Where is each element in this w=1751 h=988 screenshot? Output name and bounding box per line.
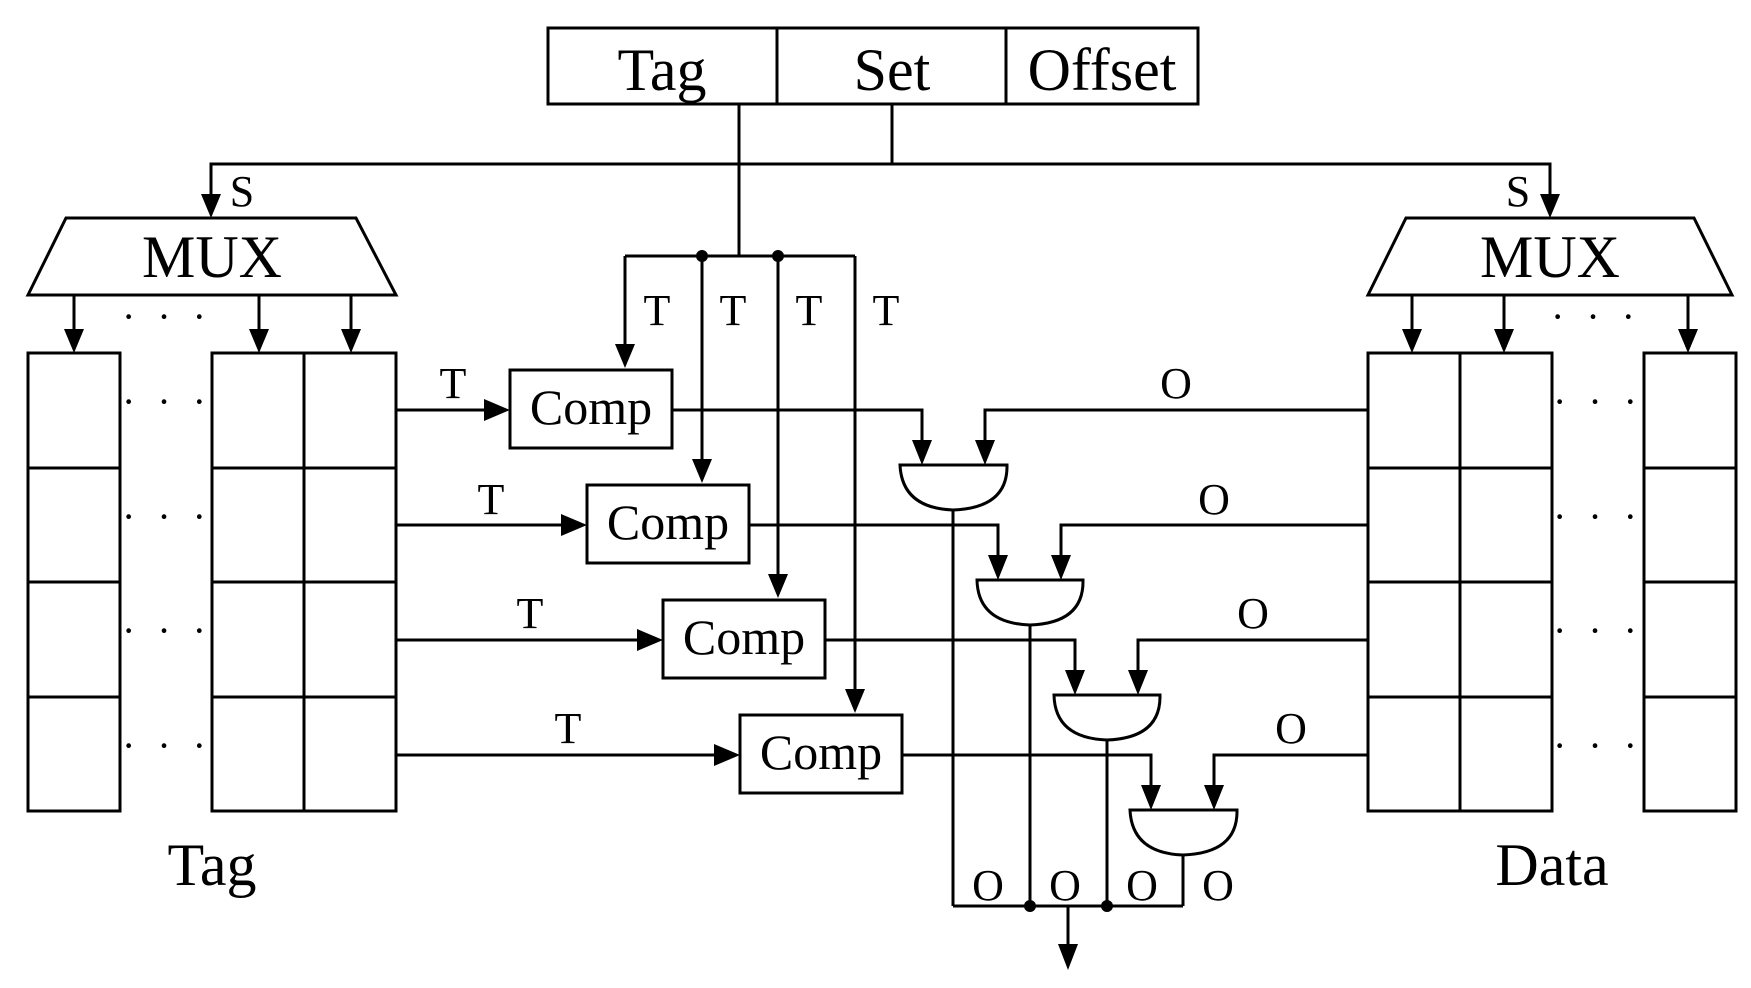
comp-2-tag-in: T bbox=[478, 475, 505, 524]
and-gate-1: O bbox=[672, 359, 1368, 906]
tag-mux-label: MUX bbox=[142, 224, 282, 290]
address-field-set: Set bbox=[854, 37, 931, 103]
output-offset-1: O bbox=[972, 861, 1004, 910]
data-row-ellipsis-4: · · · bbox=[1553, 723, 1643, 768]
and-gate-2: O bbox=[749, 475, 1368, 906]
select-label-right: S bbox=[1506, 167, 1530, 216]
select-label-left: S bbox=[230, 167, 254, 216]
gate-3-offset-in: O bbox=[1237, 589, 1269, 638]
output-merge: O O O O bbox=[953, 861, 1234, 970]
comp-4-label: Comp bbox=[760, 724, 882, 780]
comparator-3: T Comp bbox=[396, 589, 827, 680]
tag-mux: MUX · · · bbox=[25, 216, 399, 353]
output-offset-2: O bbox=[1049, 861, 1081, 910]
tag-array: · · · · · · · · · · · · Tag bbox=[26, 351, 398, 898]
gate-4-offset-in: O bbox=[1275, 704, 1307, 753]
address-field-tag: Tag bbox=[617, 37, 706, 103]
data-array-label: Data bbox=[1495, 832, 1608, 898]
comp-3-label: Comp bbox=[683, 609, 805, 665]
data-mux-ellipsis: · · · bbox=[1551, 294, 1641, 339]
address-register: Tag Set Offset bbox=[546, 26, 1200, 106]
data-array: · · · · · · · · · · · · Data bbox=[1366, 351, 1738, 898]
tag-row-ellipsis-3: · · · bbox=[122, 608, 212, 653]
gate-1-offset-in: O bbox=[1160, 359, 1192, 408]
tag-signal-3: T bbox=[796, 286, 823, 335]
tag-signal-4: T bbox=[873, 286, 900, 335]
and-gate-3: O bbox=[825, 589, 1368, 906]
set-bus: S S bbox=[201, 104, 1560, 218]
data-row-ellipsis-3: · · · bbox=[1553, 608, 1643, 653]
tag-bus: T T T T bbox=[615, 104, 900, 713]
data-mux: MUX · · · bbox=[1365, 216, 1735, 353]
address-field-offset: Offset bbox=[1028, 37, 1177, 103]
tag-row-ellipsis-1: · · · bbox=[122, 379, 212, 424]
output-offset-3: O bbox=[1126, 861, 1158, 910]
data-row-ellipsis-2: · · · bbox=[1553, 494, 1643, 539]
comp-3-tag-in: T bbox=[517, 589, 544, 638]
tag-row-ellipsis-2: · · · bbox=[122, 494, 212, 539]
comp-1-tag-in: T bbox=[440, 359, 467, 408]
comp-1-label: Comp bbox=[530, 379, 652, 435]
data-row-ellipsis-1: · · · bbox=[1553, 379, 1643, 424]
comparator-1: T Comp bbox=[396, 359, 674, 450]
comp-4-tag-in: T bbox=[555, 704, 582, 753]
data-mux-label: MUX bbox=[1480, 224, 1620, 290]
comparator-2: T Comp bbox=[396, 475, 751, 565]
tag-signal-1: T bbox=[644, 286, 671, 335]
tag-mux-ellipsis: · · · bbox=[122, 294, 212, 339]
comp-2-label: Comp bbox=[607, 494, 729, 550]
gate-2-offset-in: O bbox=[1198, 475, 1230, 524]
address-box bbox=[546, 26, 1200, 106]
tag-row-ellipsis-4: · · · bbox=[122, 723, 212, 768]
output-offset-4: O bbox=[1202, 861, 1234, 910]
tag-signal-2: T bbox=[720, 286, 747, 335]
comparator-4: T Comp bbox=[396, 704, 904, 795]
tag-array-label: Tag bbox=[167, 832, 256, 898]
and-gate-4: O bbox=[902, 704, 1368, 906]
